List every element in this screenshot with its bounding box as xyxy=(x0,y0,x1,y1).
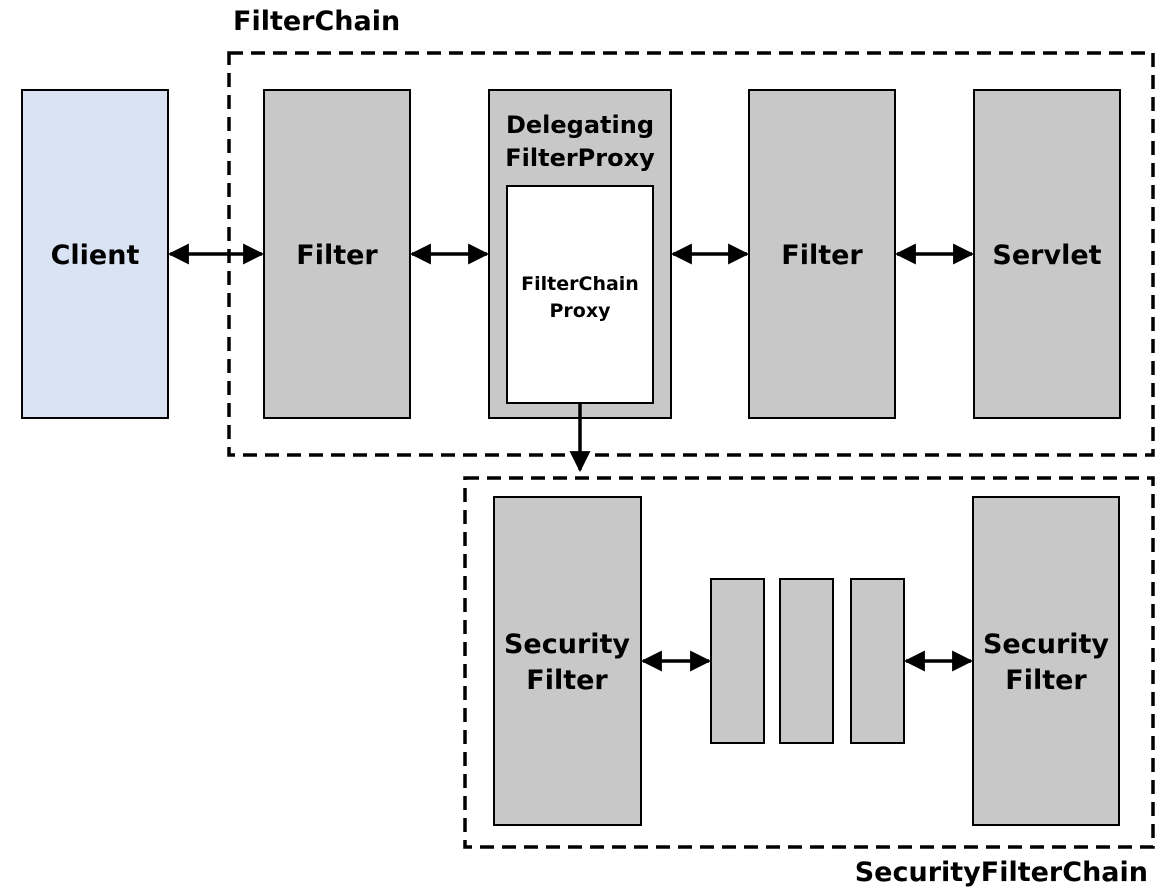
intermediate-filter-3 xyxy=(850,578,905,744)
security-filter-box-first: Security Filter xyxy=(493,496,642,826)
security-filter-chain-label: SecurityFilterChain xyxy=(855,857,1148,888)
filter-chain-proxy-box: FilterChain Proxy xyxy=(506,185,654,404)
security-filter-first-line2: Filter xyxy=(526,665,608,696)
security-filter-last-line2: Filter xyxy=(1005,665,1087,696)
servlet-box: Servlet xyxy=(973,89,1121,419)
intermediate-filter-2 xyxy=(779,578,834,744)
security-filter-last-line1: Security xyxy=(983,629,1109,660)
delegating-proxy-line2: FilterProxy xyxy=(505,144,655,172)
filter-box-2: Filter xyxy=(748,89,896,419)
security-filter-box-last: Security Filter xyxy=(972,496,1120,826)
filter-box-1: Filter xyxy=(263,89,411,419)
filter-label-2: Filter xyxy=(781,240,863,271)
client-label: Client xyxy=(51,240,140,271)
filter-label-1: Filter xyxy=(296,240,378,271)
intermediate-filter-1 xyxy=(710,578,765,744)
filter-chain-label: FilterChain xyxy=(233,6,400,37)
security-filter-chain-boundary xyxy=(463,476,1155,849)
client-box: Client xyxy=(21,89,169,419)
delegating-proxy-line1: Delegating xyxy=(506,111,654,139)
filter-chain-proxy-line2: Proxy xyxy=(550,300,612,322)
security-filter-first-line1: Security xyxy=(504,629,630,660)
filter-chain-proxy-line1: FilterChain xyxy=(521,273,639,295)
servlet-label: Servlet xyxy=(992,240,1101,271)
